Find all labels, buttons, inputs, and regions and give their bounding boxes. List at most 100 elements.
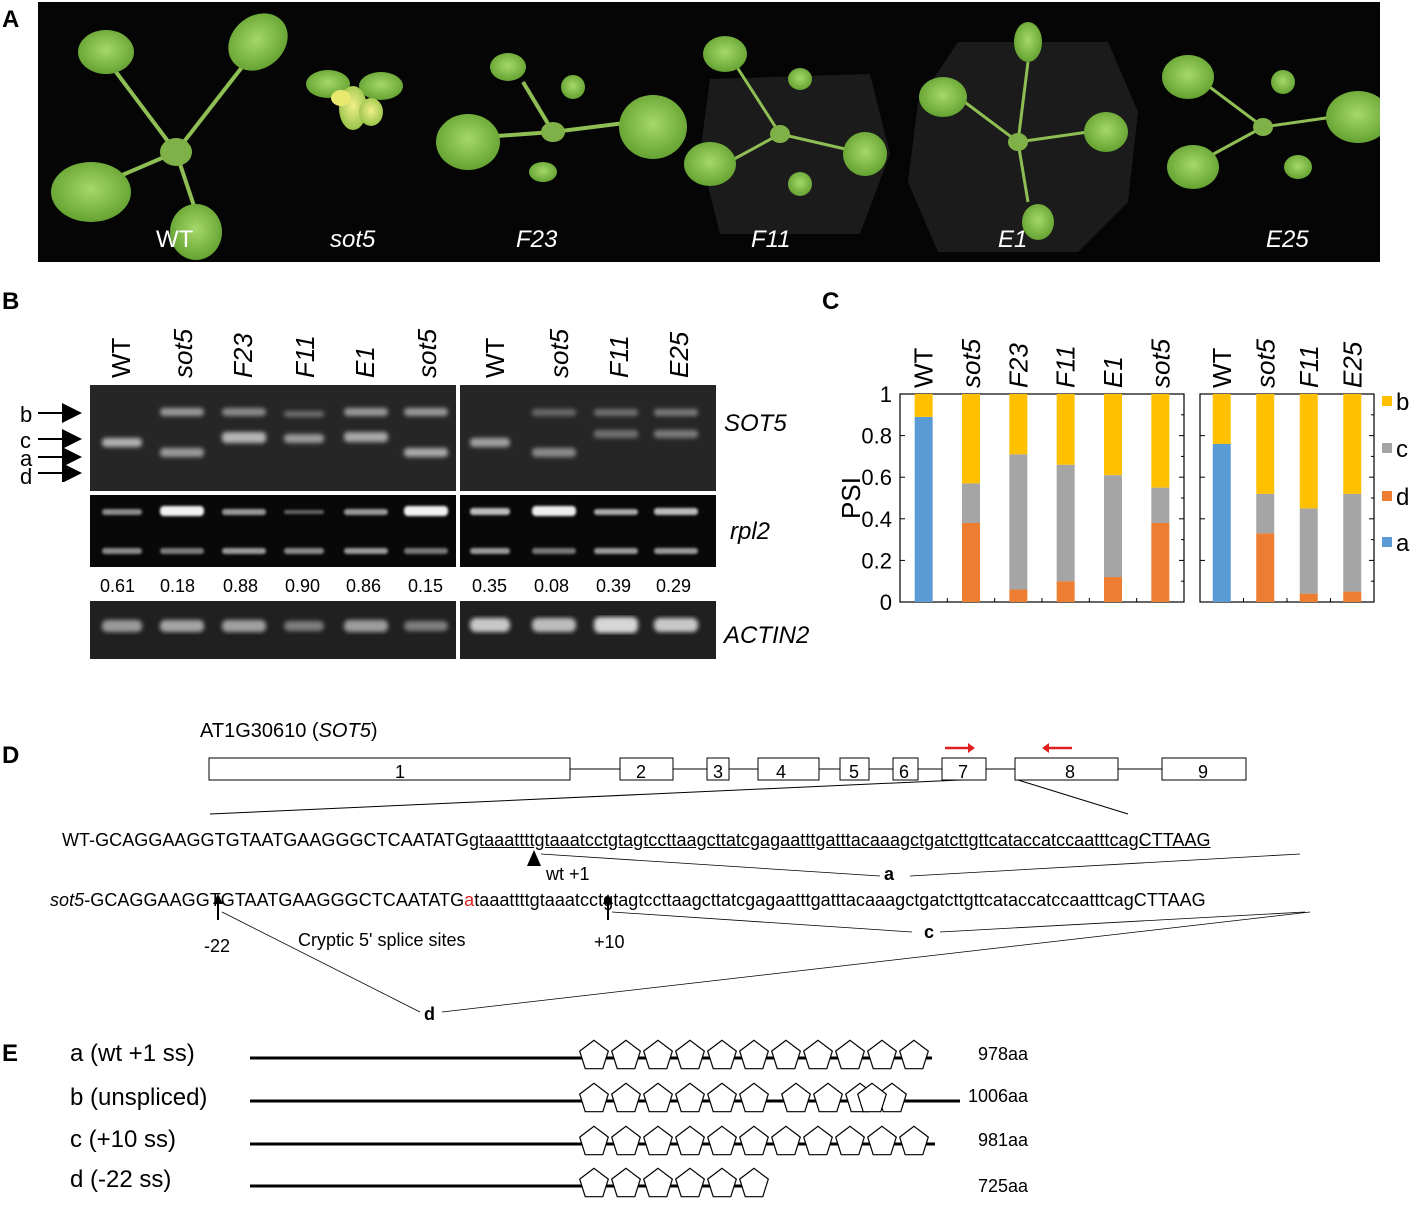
bar-segment-c: [1151, 487, 1170, 523]
repeat-domain-icon: [611, 1167, 641, 1198]
bar-segment-d: [1256, 533, 1275, 602]
lane-label-sot5-3: sot5: [544, 328, 574, 378]
arrow-label-c: c: [20, 428, 31, 453]
bar-segment-d: [1343, 591, 1362, 602]
protein-row-label-d: d (-22 ss): [70, 1166, 172, 1193]
gene-id: AT1G30610 (: [200, 720, 319, 742]
exon-label: 5: [849, 762, 860, 782]
panel-letter-b: B: [2, 288, 20, 315]
bar-segment-b: [914, 394, 933, 417]
bar-segment-d: [1299, 593, 1318, 602]
site-label-plus10: +10: [594, 932, 625, 952]
isoform-label-a: a: [884, 864, 895, 884]
legend-swatch-d: [1382, 491, 1392, 501]
y-tick-label: 1: [880, 382, 892, 407]
exon-5: [839, 757, 870, 781]
lane-label-wt-2: WT: [480, 337, 510, 378]
x-tick-label: sot5: [1250, 338, 1280, 388]
gene-label-sot5: SOT5: [724, 410, 787, 437]
bar-segment-a: [914, 416, 933, 602]
bar-segment-c: [1256, 493, 1275, 534]
exon-3: [706, 757, 730, 781]
sot5-name: sot5: [50, 890, 85, 910]
exon-4: [757, 757, 820, 781]
repeat-domain-icon: [867, 1125, 897, 1156]
repeat-domain-icon: [579, 1082, 609, 1113]
arrow-label-d: d: [20, 464, 33, 489]
bar-segment-b: [1151, 394, 1170, 488]
x-tick-label: WT: [1207, 347, 1237, 388]
y-tick-label: 0.4: [861, 507, 892, 532]
gene-label-rpl2: rpl2: [730, 518, 771, 545]
wt-sequence-intron: gtaaattttgtaaatcctgtagtccttaagcttatcgaga…: [469, 830, 1211, 850]
bar-segment-d: [1151, 522, 1170, 602]
exon-1: [208, 757, 571, 781]
repeat-domain-icon: [899, 1125, 929, 1156]
ratio-value: 0.08: [534, 576, 570, 596]
exon-label: 7: [958, 762, 969, 782]
repeat-domain-icon: [643, 1082, 673, 1113]
lane-label-e1: E1: [350, 346, 380, 378]
gene-title: AT1G30610 (SOT5): [200, 720, 378, 743]
protein-length-c: 981aa: [978, 1130, 1029, 1150]
y-tick-label: 0.2: [861, 548, 892, 573]
isoform-label-d: d: [424, 1004, 435, 1024]
repeat-domain-icon: [579, 1125, 609, 1156]
repeat-domain-icon: [675, 1082, 705, 1113]
y-axis-label: PSI: [836, 477, 866, 519]
x-tick-label: F11: [1294, 345, 1324, 388]
bar-segment-c: [1056, 464, 1075, 582]
cryptic-sites-label: Cryptic 5' splice sites: [298, 930, 466, 950]
lane-label-f11-2: F11: [604, 335, 634, 378]
repeat-domain-icon: [707, 1082, 737, 1113]
lane-label-wt: WT: [106, 337, 136, 378]
bar-segment-d: [962, 522, 980, 602]
gel-images: [90, 385, 716, 659]
wt-sequence-exon: WT-GCAGGAAGGTGTAATGAAGGGCTCAATATG: [62, 830, 469, 850]
repeat-domain-icon: [611, 1039, 641, 1070]
repeat-domain-icon: [739, 1125, 769, 1156]
panel-letter-e: E: [2, 1040, 19, 1067]
repeat-domain-icon: [781, 1082, 811, 1113]
panel-letter-d: D: [2, 742, 20, 769]
bar-segment-b: [1343, 394, 1362, 494]
bar-segment-c: [1009, 454, 1028, 590]
legend-swatch-b: [1382, 396, 1392, 406]
ratio-value: 0.18: [160, 576, 196, 596]
repeat-domain-icon: [771, 1039, 801, 1070]
repeat-domain-icon: [579, 1167, 609, 1198]
protein-domain-diagram: [250, 1039, 960, 1198]
protein-length-a: 978aa: [978, 1044, 1029, 1064]
repeat-domain-icon: [707, 1125, 737, 1156]
exon-label: 2: [636, 762, 647, 782]
plant-label-f23: F23: [516, 226, 558, 253]
wt-sequence: WT-GCAGGAAGGTGTAATGAAGGGCTCAATATGgtaaatt…: [62, 830, 1211, 851]
wt-site-label: wt +1: [546, 864, 590, 884]
ratio-value: 0.61: [100, 576, 136, 596]
ratio-value: 0.86: [346, 576, 382, 596]
isoform-label-c: c: [924, 922, 935, 942]
sot5-sequence-exon: -GCAGGAAGGTGTAATGAAGGGCTCAATATG: [84, 890, 465, 910]
exon-label: 1: [395, 762, 406, 782]
ratio-value: 0.15: [408, 576, 444, 596]
bar-segment-b: [1256, 394, 1275, 494]
y-tick-label: 0.6: [861, 465, 892, 490]
protein-row-label-b: b (unspliced): [70, 1084, 208, 1111]
gene-model: [208, 743, 1247, 815]
bar-segment-a: [1212, 443, 1231, 602]
panel-letter-c: C: [822, 288, 840, 315]
legend-label-a: a: [1396, 530, 1410, 557]
exon-label: 6: [899, 762, 910, 782]
legend-label-b: b: [1396, 389, 1409, 416]
repeat-domain-icon: [643, 1039, 673, 1070]
exon-7: [941, 757, 987, 781]
ratio-value: 0.90: [285, 576, 321, 596]
exon-label: 4: [776, 762, 787, 782]
ratio-value: 0.35: [472, 576, 508, 596]
ratio-value: 0.39: [596, 576, 632, 596]
bar-segment-b: [962, 394, 980, 484]
repeat-domain-icon: [771, 1125, 801, 1156]
x-tick-label: sot5: [1145, 338, 1175, 388]
plant-rosettes-image: [51, 13, 1380, 260]
